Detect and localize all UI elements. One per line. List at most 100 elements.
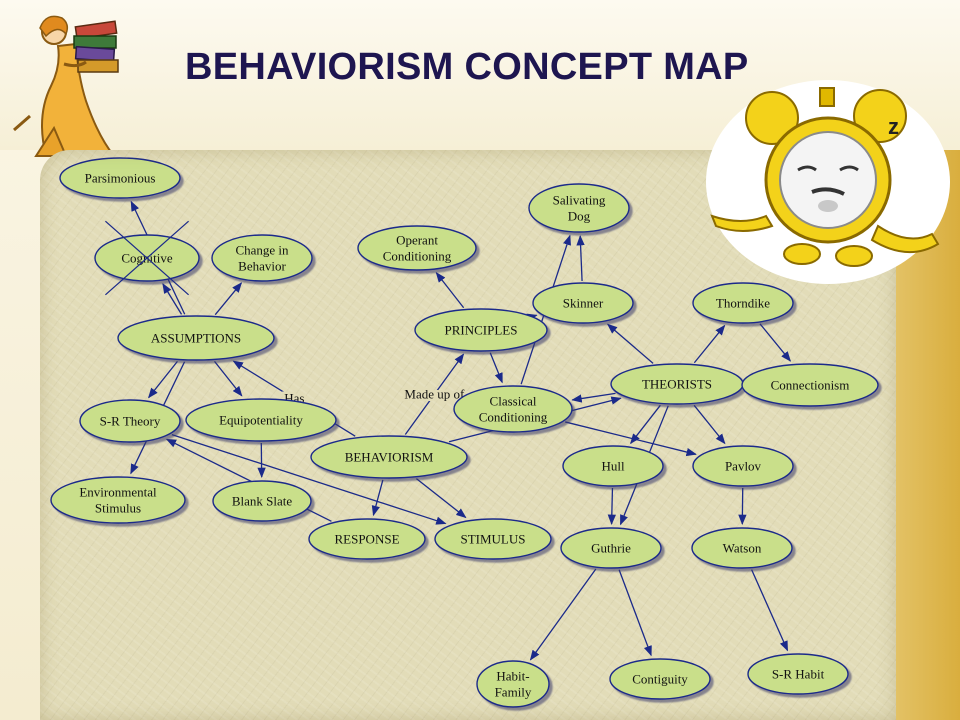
node-equip: Equipotentiality <box>185 398 337 442</box>
edge-theorists-to-hull <box>630 404 661 445</box>
node-label-equip: Equipotentiality <box>219 413 303 428</box>
edge-theorists-to-thorndike <box>693 324 726 364</box>
node-label-operant-line-2: Conditioning <box>383 249 452 264</box>
edge-theorists-to-classical <box>571 392 616 403</box>
cross-out-mark <box>105 220 189 296</box>
node-label-operant-line-1: Operant <box>396 233 438 248</box>
edge-watson-to-srhabit <box>751 569 789 652</box>
edge-thorndike-to-connectionism <box>759 323 792 362</box>
node-skinner: Skinner <box>532 282 634 324</box>
node-label-connectionism: Connectionism <box>771 378 850 393</box>
node-shape-envstim <box>50 476 186 524</box>
node-assumptions: ASSUMPTIONS <box>117 315 275 361</box>
node-thorndike: Thorndike <box>692 282 794 324</box>
node-label-theorists: THEORISTS <box>642 377 712 392</box>
node-shape-srtheory <box>79 399 181 443</box>
node-shape-blank <box>212 480 312 522</box>
node-shape-assumptions <box>117 315 275 361</box>
node-label-habitfamily-line-1: Habit- <box>496 669 529 684</box>
node-label-watson: Watson <box>723 541 762 556</box>
node-shape-srhabit <box>747 653 849 695</box>
node-blank: Blank Slate <box>212 480 312 522</box>
node-shape-response <box>308 518 426 560</box>
node-shape-salivating <box>528 183 630 233</box>
edge-principles-to-classical <box>489 352 503 384</box>
node-habitfamily: Habit-Family <box>476 660 550 708</box>
node-label-change-line-2: Behavior <box>238 259 286 274</box>
node-label-parsimonious: Parsimonious <box>85 171 156 186</box>
node-shape-equip <box>185 398 337 442</box>
node-theorists: THEORISTS <box>610 363 744 405</box>
edge-principles-to-operant <box>435 271 465 309</box>
node-label-hull: Hull <box>601 459 625 474</box>
edge-assumptions-to-change <box>214 282 243 316</box>
node-label-srtheory: S-R Theory <box>100 414 161 429</box>
node-contiguity: Contiguity <box>609 658 711 700</box>
node-behaviorism: BEHAVIORISM <box>310 435 468 479</box>
node-shape-thorndike <box>692 282 794 324</box>
node-shape-contiguity <box>609 658 711 700</box>
edge-srtheory-to-stimulus <box>171 434 447 525</box>
node-shape-stimulus <box>434 518 552 560</box>
node-label-classical-line-2: Conditioning <box>479 410 548 425</box>
node-label-contiguity: Contiguity <box>632 672 688 687</box>
node-shape-connectionism <box>741 363 879 407</box>
edge-skinner-to-salivating <box>576 234 585 282</box>
node-label-thorndike: Thorndike <box>716 296 770 311</box>
node-label-principles: PRINCIPLES <box>445 323 518 338</box>
node-srtheory: S-R Theory <box>79 399 181 443</box>
node-shape-parsimonious <box>59 157 181 199</box>
node-label-envstim-line-2: Stimulus <box>95 501 141 516</box>
node-shape-behaviorism <box>310 435 468 479</box>
node-label-change-line-1: Change in <box>235 243 289 258</box>
node-shape-skinner <box>532 282 634 324</box>
node-guthrie: Guthrie <box>560 527 662 569</box>
node-label-habitfamily-line-2: Family <box>495 685 532 700</box>
node-shape-watson <box>691 527 793 569</box>
edge-behaviorism-to-principles <box>404 353 465 435</box>
node-shape-hull <box>562 445 664 487</box>
edge-behaviorism-to-stimulus <box>416 478 467 519</box>
node-label-salivating-line-2: Dog <box>568 209 591 224</box>
edge-principles-to-skinner <box>526 313 538 322</box>
edge-theorists-to-pavlov <box>693 404 726 445</box>
edge-hull-to-guthrie <box>607 487 616 526</box>
node-label-assumptions: ASSUMPTIONS <box>151 331 241 346</box>
node-label-envstim-line-1: Environmental <box>79 485 157 500</box>
edge-behaviorism-to-response <box>371 479 384 517</box>
node-shape-change <box>211 234 313 282</box>
svg-text:z: z <box>888 114 899 139</box>
edge-assumptions-to-srtheory <box>148 360 178 399</box>
node-label-salivating-line-1: Salivating <box>553 193 606 208</box>
node-shape-pavlov <box>692 445 794 487</box>
edge-assumptions-to-equip <box>213 360 243 397</box>
node-stimulus: STIMULUS <box>434 518 552 560</box>
sleeping-alarm-clock-clipart: z <box>706 80 950 284</box>
node-shape-habitfamily <box>476 660 550 708</box>
edge-guthrie-to-habitfamily <box>529 568 597 661</box>
node-shape-guthrie <box>560 527 662 569</box>
edge-label-behaviorism-to-principles: Made up of <box>404 386 465 401</box>
page-title: BEHAVIORISM CONCEPT MAP <box>185 46 749 88</box>
node-label-classical-line-1: Classical <box>490 394 537 409</box>
node-pavlov: Pavlov <box>692 445 794 487</box>
node-label-response: RESPONSE <box>334 532 399 547</box>
node-connectionism: Connectionism <box>741 363 879 407</box>
node-shape-operant <box>357 225 477 271</box>
node-shape-classical <box>453 385 573 433</box>
edge-assumptions-to-cognitive <box>162 283 183 315</box>
node-response: RESPONSE <box>308 518 426 560</box>
node-shape-principles <box>414 308 548 352</box>
edge-guthrie-to-contiguity <box>618 569 652 657</box>
node-label-srhabit: S-R Habit <box>772 667 825 682</box>
node-label-guthrie: Guthrie <box>591 541 631 556</box>
node-label-behaviorism: BEHAVIORISM <box>345 450 434 465</box>
nodes-layer: ParsimoniousCognitiveChange inBehaviorAS… <box>50 157 879 708</box>
node-watson: Watson <box>691 527 793 569</box>
